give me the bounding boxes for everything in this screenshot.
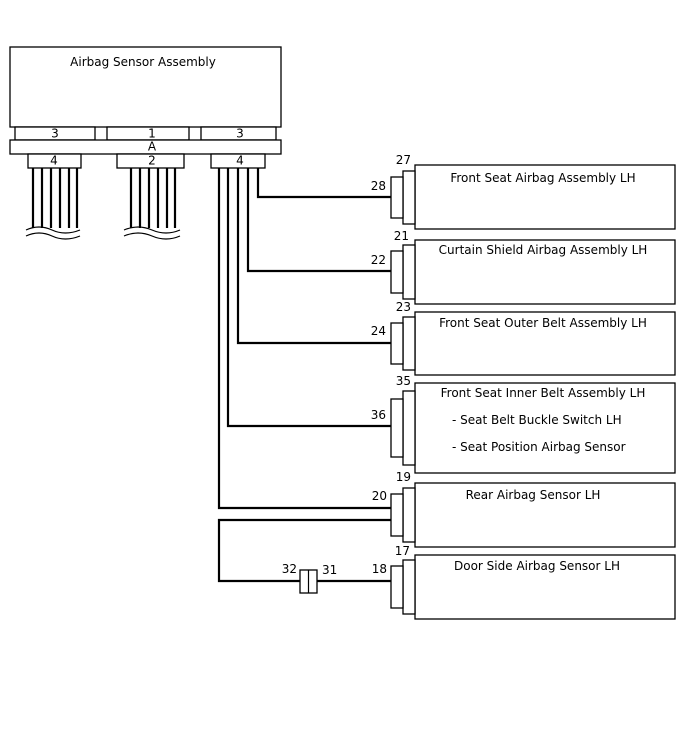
- ecu-bottom-pin-3-label: 4: [236, 154, 244, 168]
- component-label: Front Seat Airbag Assembly LH: [450, 171, 635, 185]
- component-pin-wire: 20: [372, 489, 387, 503]
- connector-a-bar: [9, 139, 282, 155]
- component-door-side-airbag-sensor-lh: Door Side Airbag Sensor LH 17 18: [372, 544, 676, 620]
- component-pin-top: 17: [395, 544, 410, 558]
- component-pin-top: 27: [396, 153, 411, 167]
- ecu-top-pin-2-label: 1: [148, 127, 156, 141]
- component-box: [414, 239, 676, 305]
- connector-a-label: A: [148, 140, 157, 154]
- component-pin-top: 21: [394, 229, 409, 243]
- component-pin-wire: 18: [372, 562, 387, 576]
- component-pin-top: 35: [396, 374, 411, 388]
- component-plug-outer: [402, 244, 416, 300]
- component-label: Door Side Airbag Sensor LH: [454, 559, 620, 573]
- component-sub-line-1: - Seat Belt Buckle Switch LH: [452, 413, 622, 427]
- component-plug-outer: [402, 316, 416, 371]
- component-front-seat-inner-belt-lh: Front Seat Inner Belt Assembly LH - Seat…: [371, 374, 676, 474]
- component-plug-inner: [390, 398, 404, 458]
- component-plug-outer: [402, 390, 416, 466]
- splice-right-pin: 31: [322, 563, 337, 577]
- wire-front-seat-inner-belt: [226, 168, 391, 428]
- component-box: [414, 554, 676, 620]
- component-box: [414, 382, 676, 474]
- component-plug-outer: [402, 170, 416, 225]
- component-pin-top: 19: [396, 470, 411, 484]
- wire-curtain-shield-airbag: [246, 168, 391, 273]
- component-front-seat-outer-belt-lh: Front Seat Outer Belt Assembly LH 23 24: [371, 300, 676, 376]
- wire-bundle-middle: [123, 168, 181, 240]
- component-pin-wire: 22: [371, 253, 386, 267]
- component-plug-inner: [390, 250, 404, 294]
- component-pin-wire: 28: [371, 179, 386, 193]
- component-label: Rear Airbag Sensor LH: [466, 488, 601, 502]
- component-plug-inner: [390, 322, 404, 365]
- wire-door-side-loop: [217, 518, 391, 583]
- component-label: Front Seat Inner Belt Assembly LH: [441, 386, 646, 400]
- component-box: [414, 482, 676, 548]
- wire-bundle-left: [25, 168, 81, 240]
- component-pin-top: 23: [396, 300, 411, 314]
- ecu-bottom-pin-2-label: 2: [148, 154, 156, 168]
- ecu-bottom-pin-1: [27, 153, 82, 169]
- component-pin-wire: 24: [371, 324, 386, 338]
- wire-front-seat-airbag: [256, 168, 391, 199]
- component-plug-inner: [390, 176, 404, 219]
- component-pin-wire: 36: [371, 408, 386, 422]
- component-front-seat-airbag-lh: Front Seat Airbag Assembly LH 27 28: [371, 153, 676, 230]
- component-plug-inner: [390, 565, 404, 609]
- component-plug-inner: [390, 493, 404, 537]
- component-rear-airbag-sensor-lh: Rear Airbag Sensor LH 19 20: [372, 470, 676, 548]
- ecu-title: Airbag Sensor Assembly: [70, 55, 216, 69]
- ecu-bottom-pin-2: [116, 153, 185, 169]
- component-curtain-shield-airbag-lh: Curtain Shield Airbag Assembly LH 21 22: [371, 229, 676, 305]
- component-label: Curtain Shield Airbag Assembly LH: [439, 243, 648, 257]
- wire-front-seat-outer-belt: [236, 168, 391, 345]
- component-box: [414, 311, 676, 376]
- component-box: [414, 164, 676, 230]
- component-label: Front Seat Outer Belt Assembly LH: [439, 316, 647, 330]
- ecu-top-pin-1-label: 3: [51, 127, 59, 141]
- ecu-box: [9, 46, 282, 128]
- wire-rear-airbag-sensor: [217, 168, 391, 510]
- splice-left-pin: 32: [282, 562, 297, 576]
- ecu-top-pin-3-label: 3: [236, 127, 244, 141]
- ecu-bottom-pin-1-label: 4: [50, 154, 58, 168]
- component-plug-outer: [402, 559, 416, 615]
- component-sub-line-2: - Seat Position Airbag Sensor: [452, 440, 626, 454]
- component-plug-outer: [402, 487, 416, 543]
